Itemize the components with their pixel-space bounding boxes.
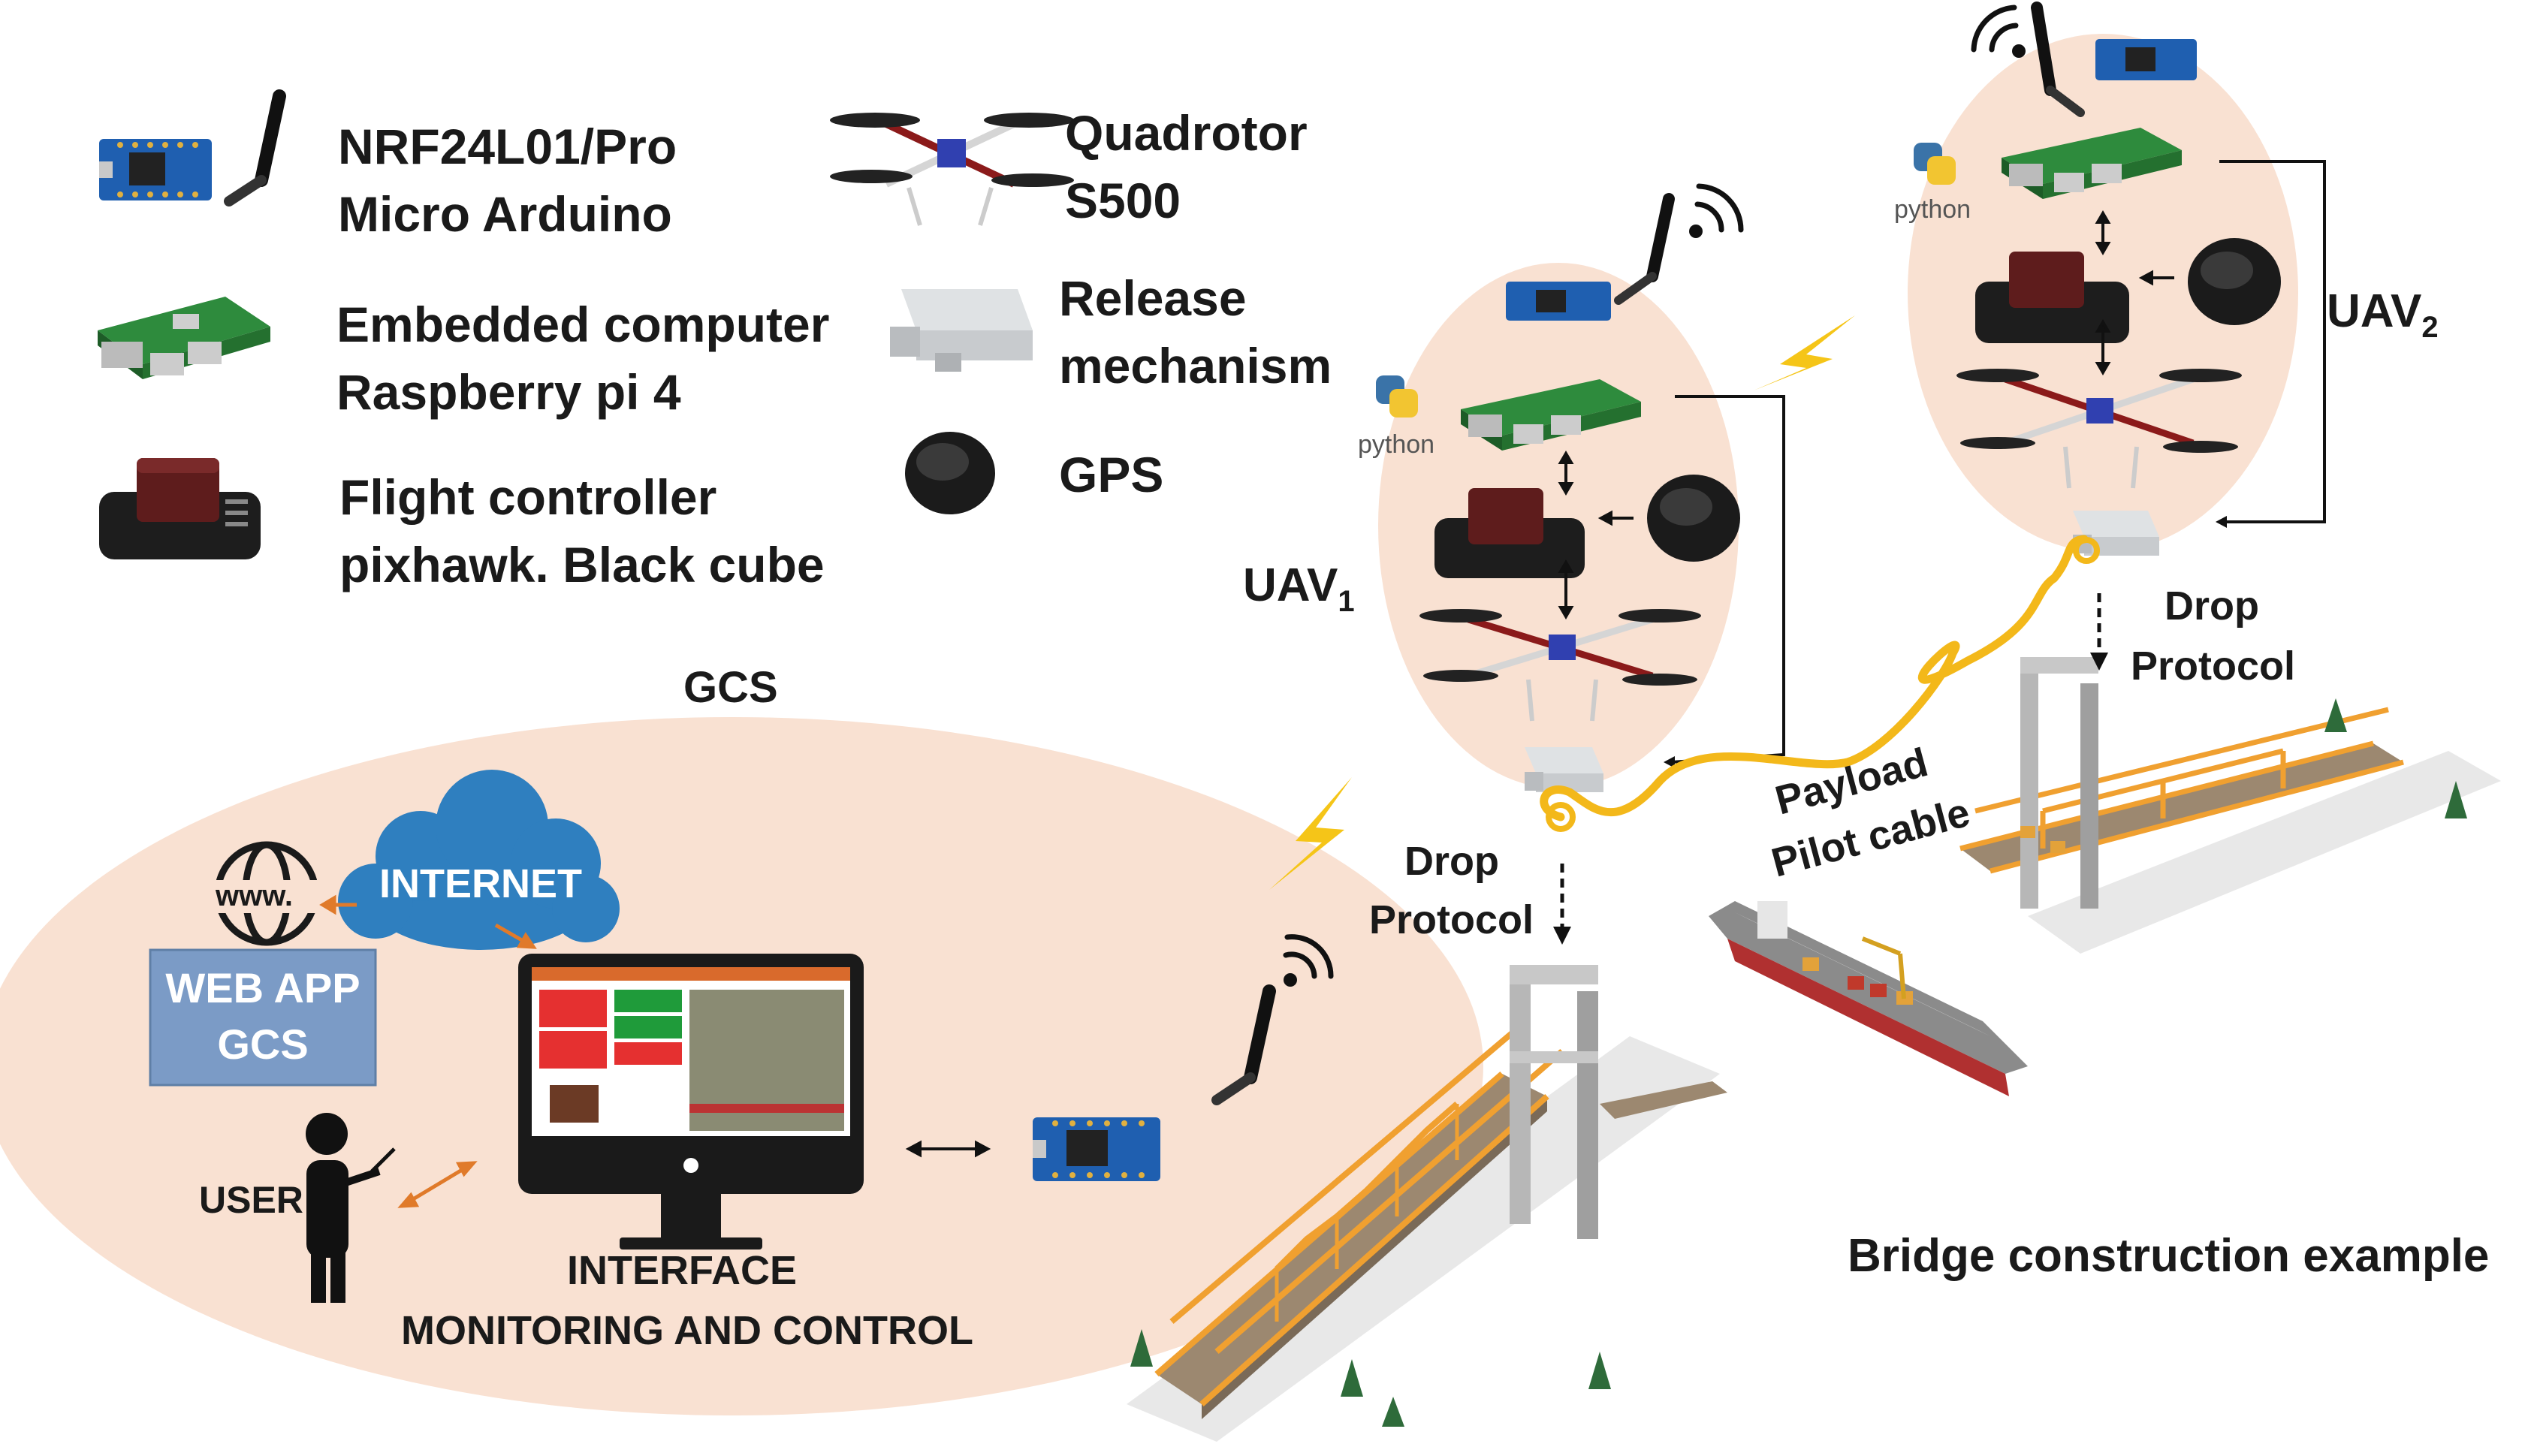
uav2-side-connector-arrowhead <box>2216 516 2227 528</box>
gcs-wifi-icon <box>1283 934 1334 987</box>
gcs-title: GCS <box>683 663 778 712</box>
uav1-pixhawk-icon <box>1434 488 1585 578</box>
uav1-subscript: 1 <box>1338 585 1354 618</box>
legend-gps-label: GPS <box>1059 447 1163 502</box>
uav2-cable-ring <box>2073 537 2100 564</box>
user-figure-icon <box>306 1113 396 1303</box>
uav2-pro-micro-icon <box>2095 39 2197 80</box>
drop-protocol-2-line1: Drop <box>2165 583 2259 629</box>
monitor-icon <box>518 954 864 1250</box>
legend-release-label-1: Release <box>1059 270 1247 326</box>
payload-pilot-cable <box>1540 535 2089 821</box>
uav2-internal-arrows <box>2095 210 2174 375</box>
uav2-label: UAV2 <box>2327 285 2439 344</box>
uav1-label: UAV1 <box>1243 559 1355 618</box>
bridge-caption: Bridge construction example <box>1848 1230 2489 1282</box>
uav2-gps-icon <box>2188 238 2281 325</box>
uav1-wifi-icon <box>1689 183 1744 238</box>
gcs-pro-micro-icon <box>1033 1117 1160 1181</box>
uav1-quadrotor-icon <box>1419 609 1701 722</box>
legend-pixhawk-icon <box>99 458 261 559</box>
legend-quad-label-1: Quadrotor <box>1065 105 1308 161</box>
legend-computer-label-1: Embedded computer <box>336 297 829 352</box>
internet-label: INTERNET <box>379 861 582 906</box>
uav2-release-mechanism-icon <box>2073 511 2159 556</box>
uav1-python-label: python <box>1358 430 1434 459</box>
legend-quad-label-2: S500 <box>1065 173 1181 228</box>
internet-arrows <box>319 894 537 949</box>
legend-raspberry-pi-icon <box>98 297 270 379</box>
globe-www-backplate <box>210 880 323 913</box>
interface-label-1: INTERFACE <box>567 1248 797 1293</box>
drop-arrow-1-head <box>1553 927 1571 945</box>
webapp-gcs-box <box>149 948 377 1087</box>
uav2-subscript: 2 <box>2421 311 2438 344</box>
interface-label-2: MONITORING AND CONTROL <box>401 1308 973 1353</box>
legend-release-mechanism-icon <box>890 289 1033 372</box>
internet-cloud <box>338 770 620 950</box>
legend-quadrotor-icon <box>830 113 1074 226</box>
uav1-gps-icon <box>1647 475 1740 562</box>
legend-antenna-icon <box>224 89 286 206</box>
uav2-raspberry-pi-icon <box>2002 128 2182 199</box>
lightning-gcs-uav1-icon <box>1269 777 1352 890</box>
gcs-antenna-icon <box>1211 984 1276 1105</box>
webapp-label-2: GCS <box>217 1020 308 1068</box>
uav1-internal-arrows <box>1558 451 1634 619</box>
legend-release-label-2: mechanism <box>1059 338 1332 393</box>
bridge-2-illustration <box>1959 657 2501 954</box>
monitor-radio-arrow <box>905 1140 991 1158</box>
uav1-antenna-icon <box>1614 193 1675 305</box>
legend-nrf-label-1: NRF24L01/Pro <box>338 119 677 174</box>
lightning-uav1-uav2-icon <box>1754 315 1855 390</box>
legend-gps-icon <box>905 432 995 514</box>
legend-fc-label-2: pixhawk. Black cube <box>339 537 825 592</box>
user-label: USER <box>199 1179 303 1221</box>
legend-fc-label-1: Flight controller <box>339 469 716 525</box>
uav2-quadrotor-icon <box>1956 369 2242 489</box>
legend-nrf-label-2: Micro Arduino <box>338 186 672 242</box>
uav2-python-label: python <box>1894 195 1971 224</box>
uav1-cable-ring <box>1546 802 1576 832</box>
user-monitor-arrow <box>397 1161 478 1208</box>
bridge-1-illustration <box>1127 965 1727 1442</box>
uav1-raspberry-pi-icon <box>1461 379 1641 451</box>
uav1-pro-micro-icon <box>1506 282 1611 321</box>
uav2-antenna-icon <box>2031 2 2085 117</box>
drop-arrow-2-head <box>2090 653 2108 671</box>
drop-protocol-1-line2: Protocol <box>1369 897 1534 942</box>
uav2-pixhawk-icon <box>1975 252 2129 343</box>
uav2-python-icon <box>1914 143 1956 185</box>
uav1-python-icon <box>1376 375 1418 418</box>
cargo-ship-illustration <box>1709 901 2028 1096</box>
legend-pro-micro-icon <box>99 139 212 200</box>
uav2-wifi-icon <box>1971 5 2026 58</box>
drop-protocol-2-line2: Protocol <box>2131 644 2295 689</box>
uav2-side-connector <box>2219 160 2326 523</box>
uav1-side-connector-arrowhead <box>1664 756 1675 768</box>
drop-protocol-1-line1: Drop <box>1404 839 1499 884</box>
webapp-label-1: WEB APP <box>165 964 360 1011</box>
legend-computer-label-2: Raspberry pi 4 <box>336 364 681 420</box>
uav1-release-mechanism-icon <box>1525 747 1603 792</box>
www-label: www. <box>215 879 293 912</box>
